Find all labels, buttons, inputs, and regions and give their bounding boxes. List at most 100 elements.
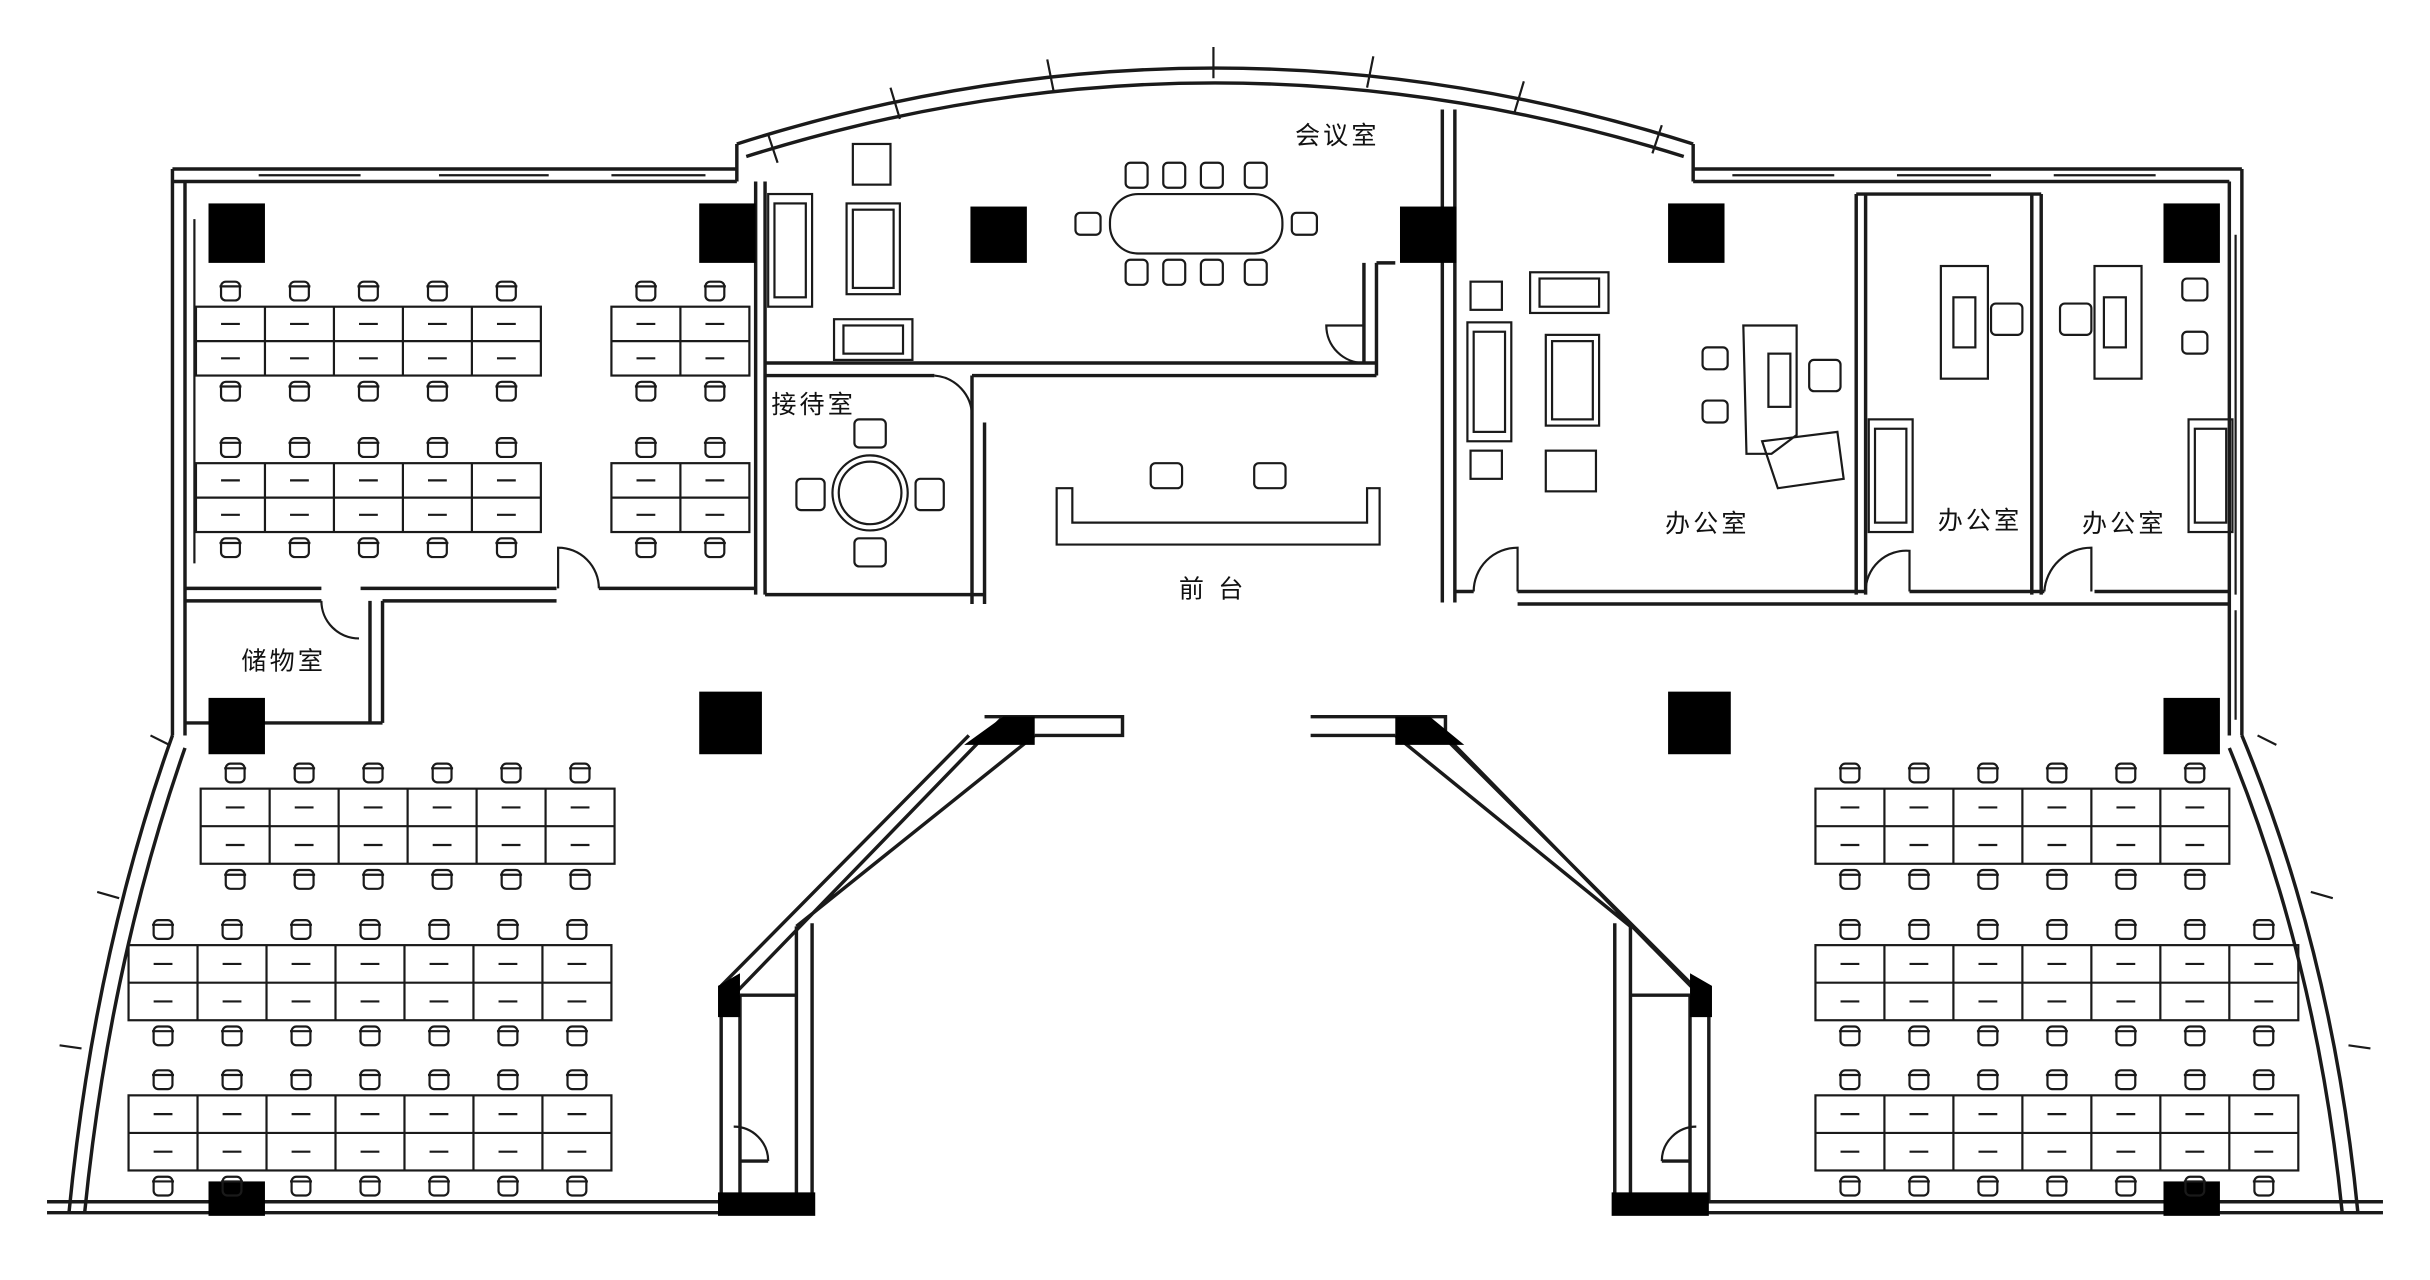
chair: [290, 1175, 312, 1197]
chair: [1124, 161, 1149, 189]
chair: [1976, 919, 1999, 940]
chair: [496, 919, 519, 940]
desk-cluster: [199, 762, 616, 890]
chair: [290, 1069, 312, 1091]
desk-cluster: [1814, 762, 2231, 890]
chair: [1838, 1069, 1861, 1091]
chair: [221, 1069, 243, 1091]
desk-cluster: [1814, 1069, 2300, 1197]
chair: [359, 1175, 381, 1197]
meeting-room-furniture: [767, 142, 1319, 361]
office-1-furniture: [1466, 271, 1845, 493]
chair: [293, 762, 316, 784]
chair: [2114, 1025, 2137, 1047]
desk-cluster: [194, 437, 542, 559]
structural-columns: [208, 203, 2220, 1216]
chair: [357, 280, 380, 302]
chair: [224, 868, 247, 890]
chair: [359, 1025, 381, 1047]
chair: [1199, 161, 1224, 189]
chair: [1907, 762, 1930, 784]
chair: [1838, 762, 1861, 784]
desk-cluster: [610, 437, 751, 559]
chair: [1199, 258, 1224, 286]
chair: [569, 762, 592, 784]
chair: [2183, 1175, 2206, 1197]
chair: [359, 1069, 381, 1091]
chair: [1907, 919, 1930, 940]
chair: [495, 380, 518, 402]
chair: [1124, 258, 1149, 286]
chair: [427, 1069, 450, 1091]
chair: [290, 1025, 312, 1047]
chair: [219, 537, 242, 559]
chair: [496, 1069, 519, 1091]
chair: [495, 280, 518, 302]
chair: [2252, 1069, 2275, 1091]
chair: [496, 1175, 519, 1197]
chair: [495, 537, 518, 559]
label-front-desk: 前 台: [1179, 575, 1247, 604]
chair: [1976, 868, 1999, 890]
chair: [2114, 868, 2137, 890]
chair: [431, 868, 454, 890]
label-meeting-room: 会议室: [1295, 121, 1380, 150]
chair: [426, 280, 449, 302]
chair: [1907, 868, 1930, 890]
chair: [2183, 919, 2206, 940]
chair: [224, 762, 247, 784]
chair: [2252, 1175, 2275, 1197]
chair: [219, 380, 242, 402]
chair: [2114, 762, 2137, 784]
chair: [431, 762, 454, 784]
chair: [426, 437, 449, 459]
chair: [1162, 258, 1187, 286]
chair: [288, 437, 311, 459]
chair: [362, 762, 385, 784]
chair: [1838, 868, 1861, 890]
label-reception-room: 接待室: [771, 390, 856, 419]
chair: [500, 762, 523, 784]
chair: [1074, 211, 1102, 236]
workstation-clusters: [127, 280, 2300, 1197]
chair: [1243, 161, 1268, 189]
chair: [290, 919, 312, 940]
chair: [221, 919, 243, 940]
chair: [221, 1025, 243, 1047]
chair: [565, 1069, 588, 1091]
chair: [703, 280, 726, 302]
chair: [426, 380, 449, 402]
chair: [1976, 1175, 1999, 1197]
desk-cluster: [1814, 919, 2300, 1047]
chair: [357, 537, 380, 559]
chair: [703, 537, 726, 559]
desk-cluster: [610, 280, 751, 402]
chair: [2045, 1069, 2068, 1091]
chair: [496, 1025, 519, 1047]
chair: [1838, 919, 1861, 940]
chair: [565, 1175, 588, 1197]
chair: [1907, 1025, 1930, 1047]
chair: [2252, 1025, 2275, 1047]
chair: [1907, 1069, 1930, 1091]
chair: [1838, 1025, 1861, 1047]
label-office-1: 办公室: [1665, 509, 1750, 538]
chair: [362, 868, 385, 890]
chair: [565, 1025, 588, 1047]
chair: [2114, 1069, 2137, 1091]
chair: [152, 1025, 175, 1047]
chair: [634, 280, 657, 302]
chair: [634, 380, 657, 402]
chair: [2183, 1025, 2206, 1047]
chair: [634, 537, 657, 559]
chair: [2045, 919, 2068, 940]
chair: [1290, 211, 1319, 236]
label-storage-room: 储物室: [241, 647, 326, 676]
chair: [152, 919, 175, 940]
atrium-walls: [719, 714, 1711, 1202]
chair: [293, 868, 316, 890]
chair: [569, 868, 592, 890]
outer-walls: [47, 46, 2383, 1215]
room-labels: 会议室 接待室 前 台 储物室 办公室 办公室 办公室: [241, 121, 2163, 676]
